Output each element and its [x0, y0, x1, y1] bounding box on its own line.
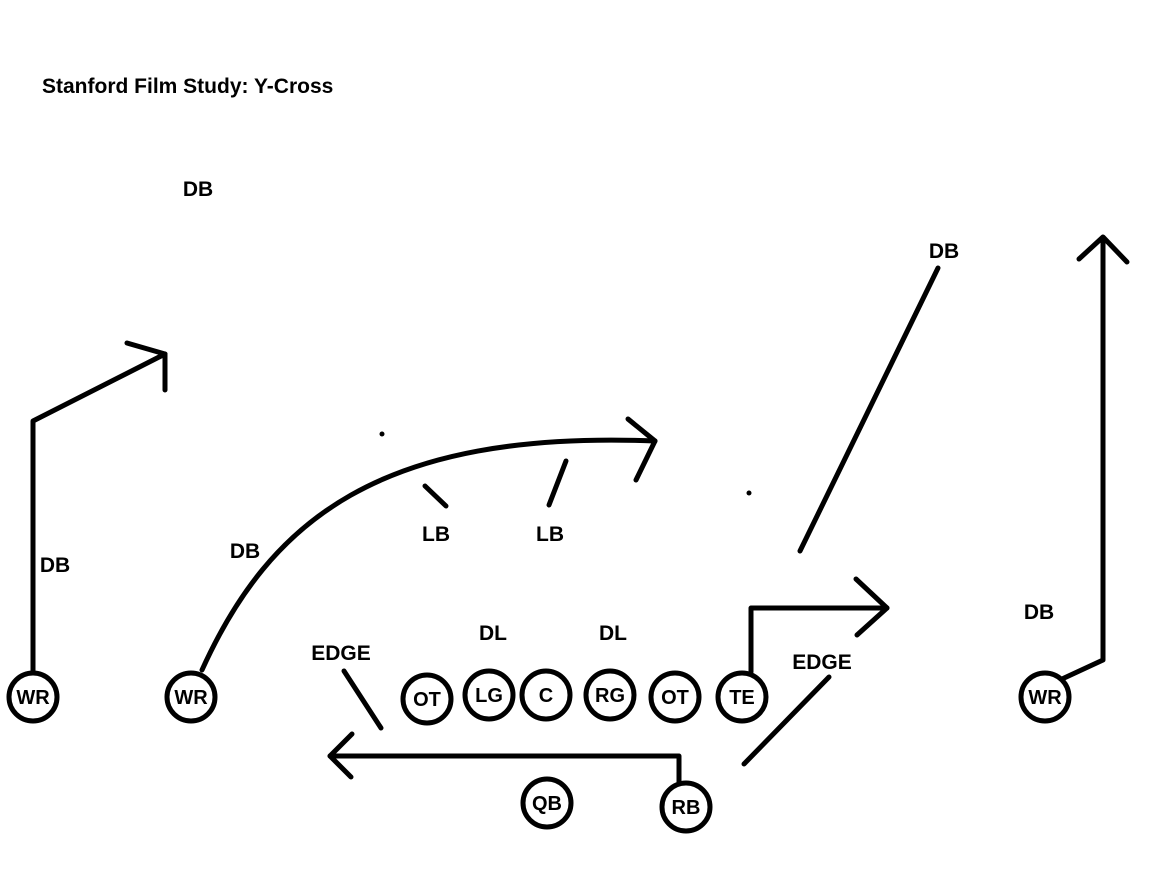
player-label: TE: [729, 687, 755, 709]
lb-drop-left: [422, 483, 449, 509]
diagram-title: Stanford Film Study: Y-Cross: [42, 75, 333, 98]
offense: WR WR OT LG C RG OT TE WR QB RB: [6, 668, 1072, 834]
defender-label: DB: [40, 554, 70, 577]
te-arrowhead: [853, 576, 890, 638]
player-circle: [1018, 670, 1072, 724]
offensive-player: TE: [715, 670, 769, 724]
defender-label: LB: [422, 523, 450, 546]
offensive-player: RG: [583, 668, 637, 722]
right-wr-route: [1059, 235, 1106, 682]
left-edge-rush: [341, 668, 384, 731]
defender-label: DB: [1024, 601, 1054, 624]
defense: DB DB DB DB LB LB DL DL EDGE EDGE DB: [40, 178, 1054, 674]
offensive-player: WR: [164, 670, 218, 724]
offensive-player: WR: [1018, 670, 1072, 724]
player-label: RB: [672, 797, 701, 819]
offensive-player: WR: [6, 670, 60, 724]
te-route: [748, 605, 890, 675]
slot-wr-arrowhead: [625, 416, 658, 483]
player-circle: [520, 776, 574, 830]
rb-arrowhead: [327, 731, 355, 780]
player-label: WR: [16, 687, 50, 709]
player-circle: [400, 672, 454, 726]
defender-label: DB: [183, 178, 213, 201]
defender-label: DL: [479, 622, 507, 645]
lb-drop-right: [546, 458, 569, 508]
right-wr-arrowhead: [1076, 234, 1130, 265]
right-edge-rush: [741, 674, 832, 767]
rb-route: [327, 753, 682, 786]
offensive-player: C: [519, 668, 573, 722]
offensive-player: RB: [659, 780, 713, 834]
player-circle: [583, 668, 637, 722]
defender-label: LB: [536, 523, 564, 546]
player-circle: [164, 670, 218, 724]
defender-label: EDGE: [311, 642, 371, 665]
offensive-player: QB: [520, 776, 574, 830]
defender-label: DL: [599, 622, 627, 645]
slot-wr-route: [199, 437, 658, 673]
player-circle: [648, 670, 702, 724]
player-circle: [462, 668, 516, 722]
offensive-player: LG: [462, 668, 516, 722]
marker-dot: [746, 490, 752, 496]
player-label: OT: [661, 687, 689, 709]
player-label: WR: [174, 687, 208, 709]
player-circle: [6, 670, 60, 724]
left-wr-arrowhead: [124, 340, 168, 393]
player-circle: [519, 668, 573, 722]
player-label: QB: [532, 793, 562, 815]
player-label: LG: [475, 685, 503, 707]
offensive-player: OT: [648, 670, 702, 724]
db-drop-line: [797, 265, 941, 554]
marker-dot: [379, 431, 385, 437]
routes: [30, 234, 1130, 786]
player-circle: [715, 670, 769, 724]
player-label: OT: [413, 689, 441, 711]
left-wr-route: [30, 351, 168, 675]
defender-label: DB: [929, 240, 959, 263]
defender-label: EDGE: [792, 651, 852, 674]
player-label: C: [539, 685, 553, 707]
player-label: RG: [595, 685, 625, 707]
offensive-player: OT: [400, 672, 454, 726]
player-circle: [659, 780, 713, 834]
defender-label: DB: [230, 540, 260, 563]
player-label: WR: [1028, 687, 1062, 709]
